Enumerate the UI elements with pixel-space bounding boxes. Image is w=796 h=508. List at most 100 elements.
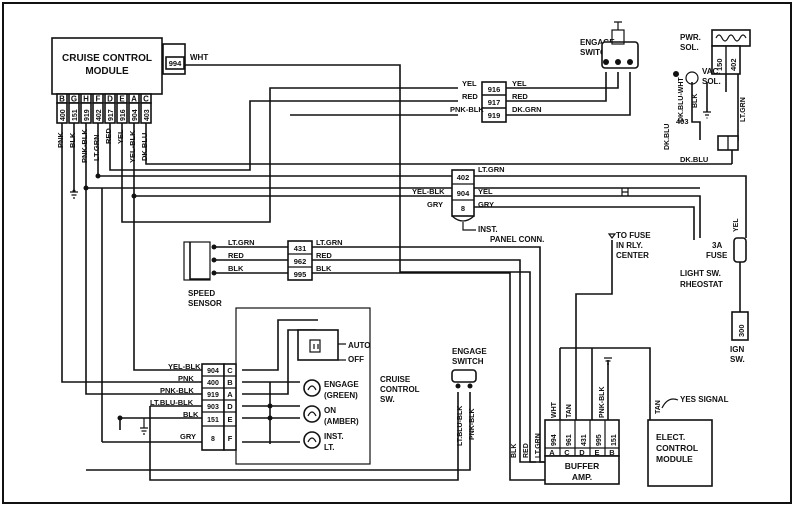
- ground-symbols: [70, 189, 78, 199]
- dk-blu-wire-label: DK.BLU: [680, 155, 708, 164]
- cruise-sw-row6-wire: GRY: [180, 432, 196, 441]
- lamp-on-l2: (AMBER): [324, 417, 359, 426]
- cruise-sw-row4-num: 903: [207, 404, 219, 411]
- module-wire-pnk-blk: PNK-BLK: [80, 129, 89, 163]
- module-circuit-917: 917: [108, 109, 115, 121]
- cruise-sw-label3: SW.: [380, 395, 395, 404]
- cruise-sw-row1-pin: C: [227, 366, 233, 375]
- lamp-engage-l1: ENGAGE: [324, 380, 359, 389]
- cruise-sw-row5-num: 151: [207, 417, 219, 424]
- cruise-sw-row3-num: 919: [207, 392, 219, 399]
- engage-row3-right: DK.GRN: [512, 105, 542, 114]
- module-pin-e: E: [119, 95, 125, 104]
- buffer-label1: BUFFER: [565, 461, 599, 471]
- vac-sol-label1: VAC.: [702, 67, 721, 76]
- vac-sol-label2: SOL.: [702, 77, 721, 86]
- buffer-pin-e: E: [594, 448, 599, 457]
- engage-low-label2: SWITCH: [452, 357, 484, 366]
- ign-label1: IGN: [730, 345, 744, 354]
- vac-solenoid-symbol: [685, 71, 699, 85]
- speed-row3-num: 995: [294, 270, 307, 279]
- lamp-engage: ENGAGE (GREEN): [303, 379, 359, 400]
- module-wire-blk: BLK: [68, 132, 77, 148]
- engage-row3-num: 919: [488, 111, 501, 120]
- cruise-sw-row2-pin: B: [227, 378, 233, 387]
- light-switch-rheostat: LIGHT SW. RHEOSTAT: [680, 269, 723, 289]
- cruise-sw-row3-wire: PNK-BLK: [160, 386, 194, 395]
- splice-points: [83, 173, 273, 421]
- fuse-symbol: [733, 237, 747, 263]
- fuse-wire-yel: YEL: [733, 218, 740, 232]
- to-fuse-label: TO FUSE IN RLY. CENTER: [607, 231, 651, 260]
- buffer-wire-red: RED: [523, 443, 530, 458]
- module-pin-h: H: [83, 95, 89, 104]
- cruise-sw-row3-pin: A: [227, 390, 233, 399]
- power-solenoid: PWR. SOL. 150 402 VAC. SOL. DK.BLU-WHT B…: [664, 29, 751, 164]
- module-pin-d: D: [107, 95, 113, 104]
- inst-row3-num: 8: [461, 204, 465, 213]
- module-title-line2: MODULE: [85, 66, 129, 77]
- cruise-sw-row4-wire: LT.BLU-BLK: [150, 398, 194, 407]
- ign-label2: SW.: [730, 355, 745, 364]
- engage-row3-left: PNK-BLK: [450, 105, 484, 114]
- module-title-line1: CRUISE CONTROL: [62, 53, 152, 64]
- inst-row2-left: YEL-BLK: [412, 187, 445, 196]
- pwr-sol-wire-ltgrn: LT.GRN: [740, 97, 747, 122]
- wiring: [61, 64, 747, 481]
- pwr-sol-num-402: 402: [729, 58, 738, 71]
- buffer-num-151: 151: [611, 434, 618, 446]
- module-circuit-151: 151: [72, 109, 79, 121]
- cruise-sw-row4-pin: D: [227, 402, 233, 411]
- module-wire-lt-grn: LT.GRN: [92, 134, 101, 161]
- yes-signal-label: YES SIGNAL: [680, 395, 729, 404]
- buffer-wire-blk: BLK: [511, 444, 518, 458]
- engage-row2-left: RED: [462, 92, 478, 101]
- engage-switch-top-label2: SWITCH: [580, 48, 612, 57]
- lamp-inst-l2: LT.: [324, 443, 335, 452]
- fuse-label2: FUSE: [706, 251, 728, 260]
- speed-sensor-label2: SENSOR: [188, 299, 222, 308]
- module-wire-red: RED: [104, 128, 113, 144]
- elect-label2: CONTROL: [656, 443, 698, 453]
- speed-row1-left: LT.GRN: [228, 238, 255, 247]
- speed-row3-left: BLK: [228, 264, 244, 273]
- to-fuse-label2: IN RLY.: [616, 241, 643, 250]
- light-sw-label2: RHEOSTAT: [680, 280, 723, 289]
- inst-row3-right: GRY: [478, 200, 494, 209]
- buffer-wire-pnk-blk: PNK-BLK: [599, 387, 606, 419]
- vac-sol-wire-blk: BLK: [692, 94, 699, 108]
- elect-label3: MODULE: [656, 454, 693, 464]
- cruise-control-module: CRUISE CONTROL MODULE 994 WHT B G H F D …: [51, 37, 208, 163]
- engage-row2-right: RED: [512, 92, 528, 101]
- module-circuit-904: 904: [132, 109, 139, 121]
- inst-panel-label2: PANEL CONN.: [490, 235, 544, 244]
- engage-low-wire-left: LT.BLU-BLK: [457, 406, 464, 446]
- inst-row3-left: GRY: [427, 200, 443, 209]
- engage-switch-top-label1: ENGAGE: [580, 38, 615, 47]
- elect-label1: ELECT.: [656, 432, 685, 442]
- lamp-inst: INST. LT.: [303, 431, 344, 452]
- pwr-sol-label2: SOL.: [680, 43, 699, 52]
- to-fuse-label1: TO FUSE: [616, 231, 651, 240]
- vac-sol-wire-dkblu-side: DK.BLU: [664, 124, 671, 150]
- ground-icon: [70, 191, 78, 199]
- inst-row2-right: YEL: [478, 187, 493, 196]
- module-pin-b: B: [59, 95, 65, 104]
- ign-num-300: 300: [737, 324, 746, 337]
- module-pin-f: F: [96, 95, 101, 104]
- buffer-pin-b: B: [609, 448, 615, 457]
- buffer-pin-d: D: [579, 448, 585, 457]
- speed-row2-right: RED: [316, 251, 332, 260]
- cruise-control-switch: CRUISE CONTROL SW. AUTO OFF 904 C 400 B …: [140, 307, 420, 465]
- buffer-label2: AMP.: [572, 472, 592, 482]
- module-pin-c: C: [143, 95, 149, 104]
- lamp-inst-l1: INST.: [324, 432, 344, 441]
- speed-row3-right: BLK: [316, 264, 332, 273]
- fuse-label1: 3A: [712, 241, 722, 250]
- cruise-sw-label2: CONTROL: [380, 385, 420, 394]
- inst-row1-num: 402: [457, 173, 470, 182]
- instrument-panel-connector: 402 LT.GRN YEL-BLK 904 YEL GRY 8 GRY INS…: [412, 165, 629, 244]
- buffer-num-431: 431: [581, 434, 588, 446]
